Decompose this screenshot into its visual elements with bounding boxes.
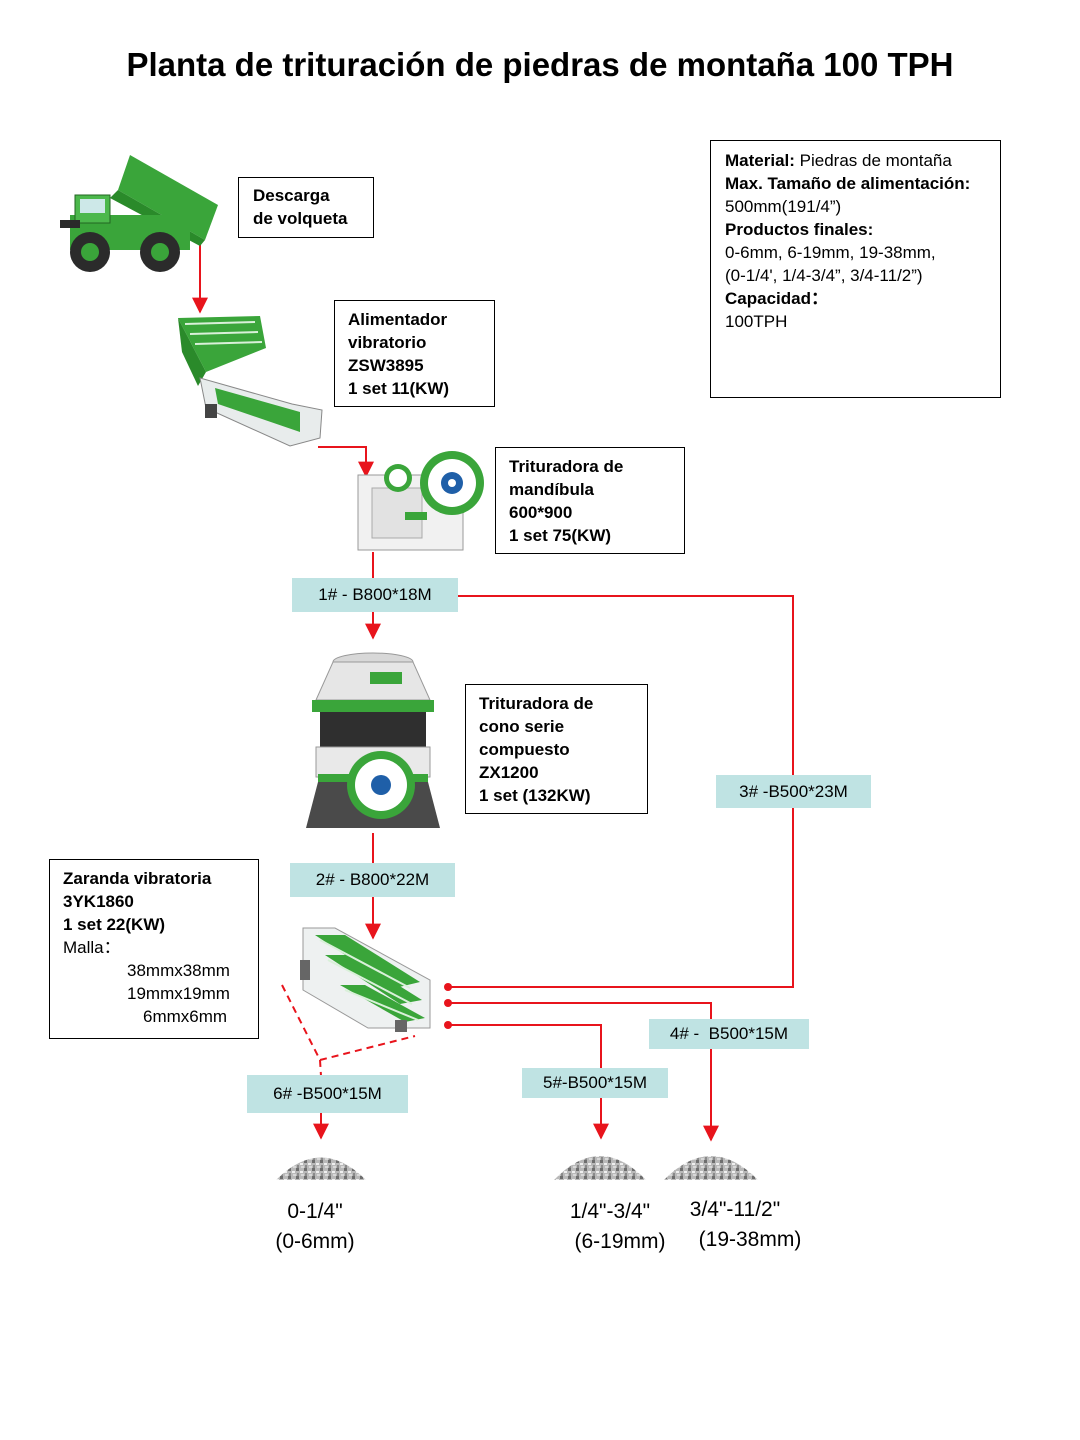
mesh-size-2: 19mmx19mm	[127, 984, 230, 1003]
feeder-label-line4: 1 set 11(KW)	[348, 379, 450, 398]
jaw-label-line3: 600*900	[509, 503, 573, 522]
product-3-label: 3/4"-11/2" (19-38mm)	[660, 1195, 810, 1255]
jaw-label-line2: mandíbula	[509, 480, 595, 499]
material-label: Material:	[725, 151, 795, 170]
products-label: Productos finales:	[725, 220, 874, 239]
cone-label-line3: compuesto	[479, 740, 570, 759]
product-3-mm: (19-38mm)	[698, 1228, 802, 1251]
material-value: Piedras de montaña	[799, 151, 952, 170]
cone-label-line4: ZX1200	[479, 763, 539, 782]
products-value-2: (0-1/4', 1/4-3/4”, 3/4-11/2”)	[725, 266, 923, 285]
discharge-dots	[444, 983, 452, 1029]
product-2-inch: 1/4"-3/4"	[569, 1200, 651, 1223]
product-3-inch: 3/4"-11/2"	[689, 1198, 781, 1221]
flow-feeder-to-jaw	[318, 446, 374, 478]
conveyor-4-label: 4# - B500*15M	[649, 1019, 809, 1049]
flow-screen-to-product3	[448, 1002, 712, 1019]
flow-return-loop	[458, 595, 794, 776]
product-2-mm: (6-19mm)	[574, 1230, 666, 1253]
feeder-label-line3: ZSW3895	[348, 356, 424, 375]
product-pile-2	[554, 1156, 646, 1180]
cone-label-box: Trituradora de cono serie compuesto ZX12…	[465, 684, 648, 814]
products-value-1: 0-6mm, 6-19mm, 19-38mm,	[725, 243, 936, 262]
product-1-label: 0-1/4" (0-6mm)	[250, 1197, 380, 1257]
product-pile-3	[664, 1156, 758, 1180]
vibrating-screen-icon	[300, 927, 431, 1032]
jaw-label-line1: Trituradora de	[509, 457, 624, 476]
cone-crusher-icon	[306, 652, 440, 828]
conveyor-2-label: 2# - B800*22M	[290, 863, 455, 897]
conveyor-5-label: 5#-B500*15M	[522, 1068, 668, 1098]
truck-label-line1: Descarga	[253, 186, 330, 205]
mesh-size-1: 38mmx38mm	[127, 961, 230, 980]
page-title: Planta de trituración de piedras de mont…	[126, 46, 954, 83]
max-size-label: Max. Tamaño de alimentación:	[725, 174, 971, 193]
product-pile-1	[276, 1157, 366, 1180]
vibrating-feeder-icon	[178, 316, 323, 447]
screen-label-line3: 1 set 22(KW)	[63, 915, 166, 934]
capacity-value: 100TPH	[725, 312, 788, 331]
feeder-label-line2: vibratorio	[348, 333, 427, 352]
screen-label-line1: Zaranda vibratoria	[63, 869, 212, 888]
info-box: Material: Piedras de montaña Max. Tamaño…	[710, 140, 1001, 398]
cone-label-line2: cono serie	[479, 717, 565, 736]
product-2-label: 1/4"-3/4" (6-19mm)	[535, 1197, 685, 1257]
flow-return-loop-lower	[448, 808, 794, 988]
conveyor-3-label: 3# -B500*23M	[716, 775, 871, 808]
truck-label-box: Descarga de volqueta	[238, 177, 374, 238]
flow-screen-to-product2	[448, 1024, 602, 1068]
jaw-label-box: Trituradora de mandíbula 600*900 1 set 7…	[495, 447, 685, 554]
conveyor-1-label: 1# - B800*18M	[292, 578, 458, 612]
cone-label-line1: Trituradora de	[479, 694, 594, 713]
screen-label-box: Zaranda vibratoria 3YK1860 1 set 22(KW) …	[49, 859, 259, 1039]
flow-lines	[192, 245, 794, 1142]
jaw-label-line4: 1 set 75(KW)	[509, 526, 612, 545]
cone-label-line5: 1 set (132KW)	[479, 786, 591, 805]
feeder-label-line1: Alimentador	[348, 310, 448, 329]
max-size-value: 500mm(191/4”)	[725, 197, 842, 216]
capacity-label: Capacidad：	[725, 289, 828, 308]
product-1-inch: 0-1/4"	[287, 1200, 343, 1223]
jaw-crusher-icon	[357, 451, 484, 551]
mesh-label: Malla：	[63, 938, 121, 957]
product-1-mm: (0-6mm)	[275, 1230, 355, 1253]
dump-truck-icon	[60, 155, 218, 272]
screen-label-line2: 3YK1860	[63, 892, 134, 911]
conveyor-6-label: 6# -B500*15M	[247, 1075, 408, 1113]
feeder-label-box: Alimentador vibratorio ZSW3895 1 set 11(…	[334, 300, 495, 407]
truck-label-line2: de volqueta	[253, 209, 348, 228]
screen-discharge-dashed	[281, 984, 416, 1077]
mesh-size-3: 6mmx6mm	[143, 1007, 228, 1026]
